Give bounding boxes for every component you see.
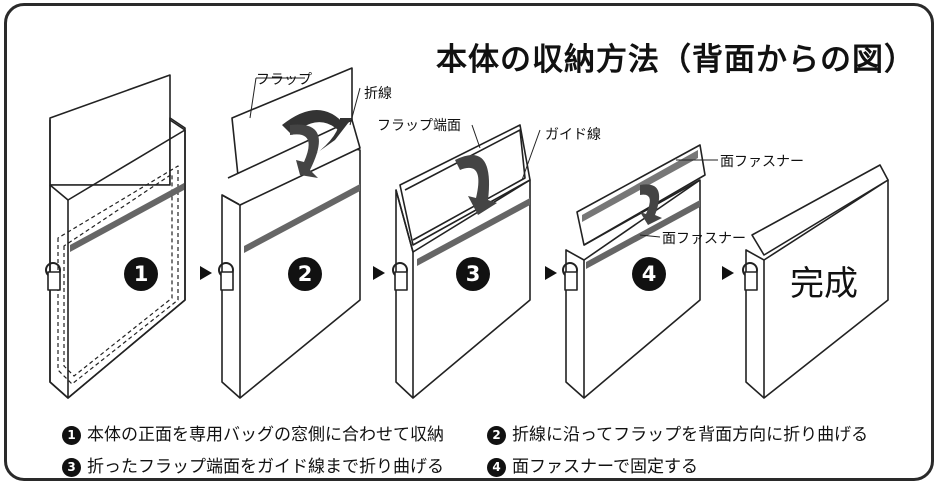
caption-number: 2	[487, 426, 506, 445]
caption-3: 3 折ったフラップ端面をガイド線まで折り曲げる	[62, 452, 444, 477]
caption-number: 3	[62, 458, 81, 477]
caption-text: 折線に沿ってフラップを背面方向に折り曲げる	[512, 425, 869, 445]
step-number-4: 4	[632, 257, 666, 291]
arrow-right-icon	[722, 266, 734, 280]
label-guide-line: ガイド線	[545, 127, 601, 143]
bag-4	[562, 144, 706, 399]
label-fastener-top: 面ファスナー	[720, 154, 804, 170]
label-fold-line: 折線	[364, 86, 392, 102]
diagram-title: 本体の収納方法（背面からの図）	[436, 42, 916, 78]
arrow-right-icon	[373, 266, 385, 280]
caption-text: 折ったフラップ端面をガイド線まで折り曲げる	[87, 457, 444, 477]
caption-text: 本体の正面を専用バッグの窓側に合わせて収納	[87, 425, 444, 445]
label-flap: フラップ	[256, 72, 312, 88]
bag-3	[392, 124, 531, 399]
bag-1	[45, 74, 186, 399]
step-number-1: 1	[124, 257, 158, 291]
caption-text: 面ファスナーで固定する	[512, 457, 698, 477]
caption-number: 1	[62, 426, 81, 445]
done-label: 完成	[790, 264, 858, 304]
step-number-3: 3	[456, 257, 490, 291]
arrow-right-icon	[545, 266, 557, 280]
step-number-2: 2	[288, 257, 322, 291]
caption-2: 2 折線に沿ってフラップを背面方向に折り曲げる	[487, 420, 868, 445]
diagram-frame	[4, 3, 934, 481]
caption-4: 4 面ファスナーで固定する	[487, 452, 698, 477]
arrow-right-icon	[200, 266, 212, 280]
label-flap-edge: フラップ端面	[377, 118, 461, 134]
bag-2	[218, 67, 361, 399]
label-fastener-bottom: 面ファスナー	[662, 231, 746, 247]
caption-number: 4	[487, 458, 506, 477]
bag-done	[742, 164, 889, 399]
caption-1: 1 本体の正面を専用バッグの窓側に合わせて収納	[62, 420, 444, 445]
